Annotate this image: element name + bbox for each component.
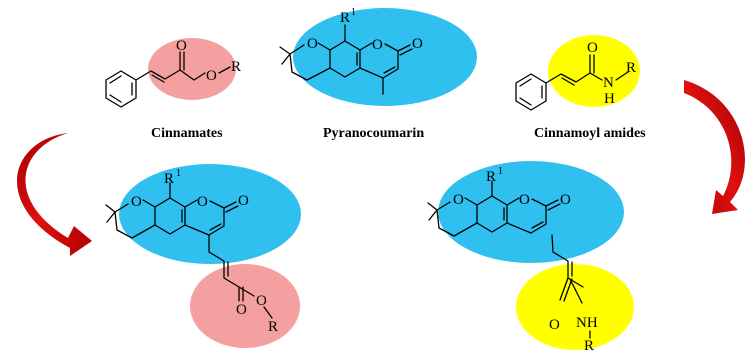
coumarin-highlight-top	[293, 8, 477, 106]
right-reaction-arrow	[684, 80, 745, 214]
hybrid-amide-lactone-oxygen: O	[519, 192, 530, 208]
pyranocoumarin-structure: R 1 O O O	[279, 7, 423, 95]
pyranocoumarin-r1-superscript: 1	[351, 7, 356, 18]
ester-carbonyl-oxygen: O	[176, 38, 187, 54]
hybrid-amide-carbonyl-oxygen: O	[549, 317, 560, 333]
hybrid-ester-r1: R	[164, 171, 174, 187]
cinnamoyl-amides-caption: Cinnamoyl amides	[534, 126, 646, 141]
pyranocoumarin-caption: Pyranocoumarin	[323, 126, 424, 141]
ester-highlight-left	[190, 264, 300, 348]
hybrid-ester-structure: R 1 O O O O O R	[105, 168, 278, 335]
hybrid-ester-r-group: R	[268, 319, 278, 335]
ester-r-group: R	[231, 59, 241, 75]
amide-r-group: R	[626, 60, 636, 76]
hybrid-amide-r1-superscript: 1	[498, 166, 503, 177]
cinnamate-structure: O O R	[105, 38, 241, 108]
hybrid-ester-pyran-oxygen: O	[131, 194, 142, 210]
amide-highlight-right	[516, 264, 634, 350]
hybrid-ester-carbonyl-oxygen: O	[236, 302, 247, 318]
ester-highlight-top	[148, 38, 236, 100]
hybrid-amide-coumarin-carbonyl-oxygen: O	[560, 192, 571, 208]
left-reaction-arrow	[17, 133, 92, 256]
ester-oxygen: O	[206, 68, 217, 84]
hybrid-amide-r1: R	[486, 169, 496, 185]
amide-carbonyl-oxygen: O	[587, 40, 598, 56]
amide-nitrogen: N	[603, 75, 614, 91]
hybrid-amide-r-group: R	[584, 338, 594, 354]
pyranocoumarin-r1: R	[340, 10, 350, 26]
hybrid-amide-nh: NH	[576, 315, 598, 331]
hybrid-ester-lactone-oxygen: O	[197, 194, 208, 210]
cinnamates-caption: Cinnamates	[151, 126, 223, 141]
hybrid-amide-structure: R 1 O O O O NH R	[427, 166, 598, 354]
cinnamoyl-amide-structure: O N H R	[515, 40, 636, 111]
hybrid-ester-r1-superscript: 1	[176, 168, 181, 179]
amide-hydrogen: H	[604, 91, 615, 107]
hybrid-ester-oxygen: O	[256, 293, 267, 309]
coumarin-highlight-right	[438, 161, 624, 263]
pyran-oxygen: O	[307, 36, 318, 52]
lactone-oxygen: O	[372, 37, 383, 53]
coumarin-highlight-left	[119, 164, 301, 264]
hybrid-ester-coumarin-carbonyl-oxygen: O	[238, 193, 249, 209]
hybrid-amide-pyran-oxygen: O	[453, 192, 464, 208]
coumarin-carbonyl-oxygen: O	[412, 36, 423, 52]
